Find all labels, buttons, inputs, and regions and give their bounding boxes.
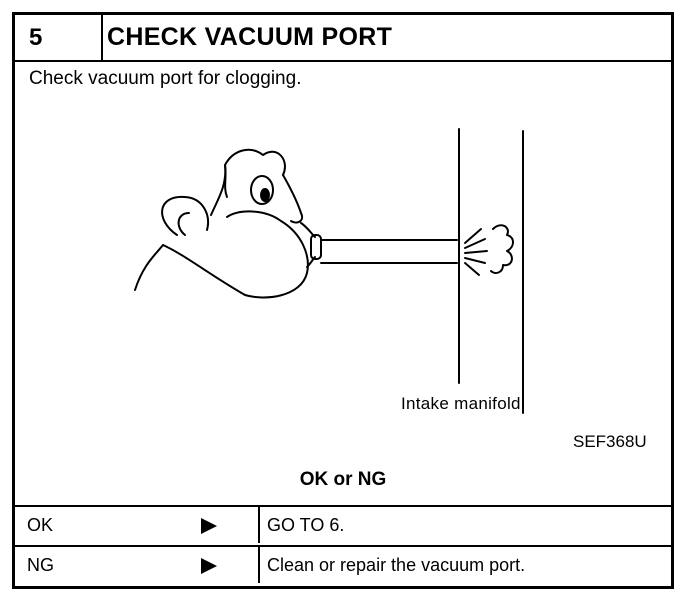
- step-title: CHECK VACUUM PORT: [107, 23, 393, 51]
- result-row-ng: NG Clean or repair the vacuum port.: [15, 545, 671, 583]
- vacuum-port-illustration: [134, 128, 524, 414]
- figure-id: SEF368U: [573, 432, 647, 451]
- result-heading: OK or NG: [299, 469, 387, 490]
- result-action: Clean or repair the vacuum port.: [267, 555, 526, 575]
- figure-caption: Intake manifold: [401, 394, 521, 413]
- face-blowing-illustration: [134, 148, 322, 299]
- step-number: 5: [15, 15, 103, 60]
- instruction-text: Check vacuum port for clogging.: [29, 68, 302, 89]
- result-action: GO TO 6.: [267, 515, 345, 535]
- arrow-right-icon: [201, 558, 217, 574]
- manifold-walls: [458, 128, 524, 414]
- result-label: NG: [27, 555, 54, 575]
- procedure-box: 5 CHECK VACUUM PORT Check vacuum port fo…: [12, 12, 674, 589]
- step-header: 5 CHECK VACUUM PORT: [15, 15, 671, 62]
- row-divider: [258, 547, 260, 583]
- result-row-ok: OK GO TO 6.: [15, 505, 671, 543]
- arrow-right-icon: [201, 518, 217, 534]
- result-label: OK: [27, 515, 54, 535]
- air-burst-icon: [464, 224, 514, 276]
- row-divider: [258, 507, 260, 543]
